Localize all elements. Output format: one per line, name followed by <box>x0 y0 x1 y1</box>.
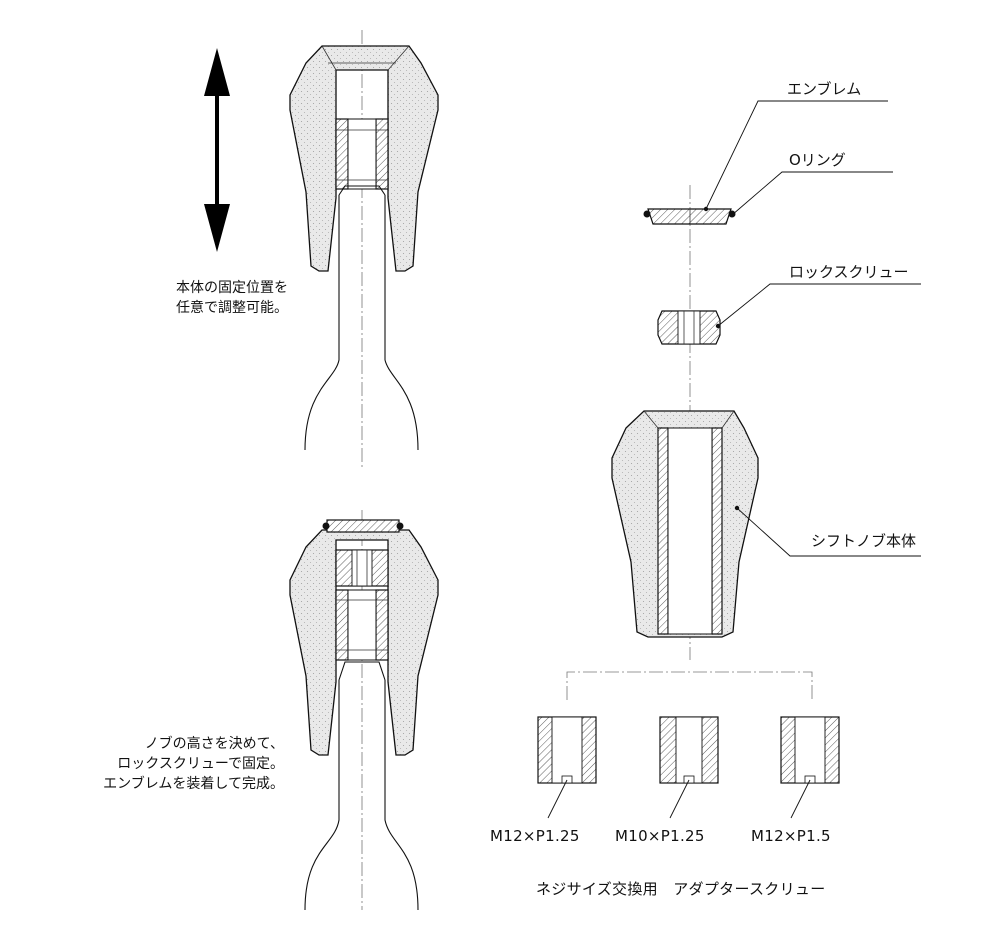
adapter-m12-p125 <box>537 716 597 784</box>
height-adjust-arrow-icon <box>204 48 230 252</box>
upper-assembly-drawing <box>289 30 439 470</box>
adapter-size-label: M12×P1.25 <box>490 827 580 845</box>
knob-body-label: シフトノブ本体 <box>811 532 917 550</box>
assembly-note-line-2: ロックスクリューで固定。 <box>117 756 284 772</box>
lockscrew-label: ロックスクリュー <box>789 263 909 281</box>
adapter-size-label: M10×P1.25 <box>615 827 705 845</box>
exploded-parts-drawing <box>537 185 840 784</box>
adapter-m10-p125 <box>659 716 719 784</box>
oring-label: Oリング <box>789 151 846 169</box>
emblem-label: エンブレム <box>787 80 862 98</box>
adapter-m12-p15 <box>780 716 840 784</box>
adjust-note-line-1: 本体の固定位置を <box>176 280 288 296</box>
adapter-size-label: M12×P1.5 <box>751 827 831 845</box>
knob-body-part <box>611 410 759 638</box>
lockscrew-part <box>657 310 721 345</box>
assembly-note-line-1: ノブの高さを決めて、 <box>144 736 284 752</box>
adjust-note-line-2: 任意で調整可能。 <box>176 300 288 316</box>
adapters-caption: ネジサイズ交換用 アダプタースクリュー <box>536 880 826 898</box>
assembly-note: ノブの高さを決めて、 ロックスクリューで固定。 エンブレムを装着して完成。 <box>103 734 284 794</box>
assembly-note-line-3: エンブレムを装着して完成。 <box>103 776 284 792</box>
leader-lines <box>547 100 921 819</box>
lower-assembly-drawing <box>289 510 439 911</box>
adjust-note: 本体の固定位置を 任意で調整可能。 <box>176 278 288 318</box>
emblem-part <box>643 208 736 225</box>
